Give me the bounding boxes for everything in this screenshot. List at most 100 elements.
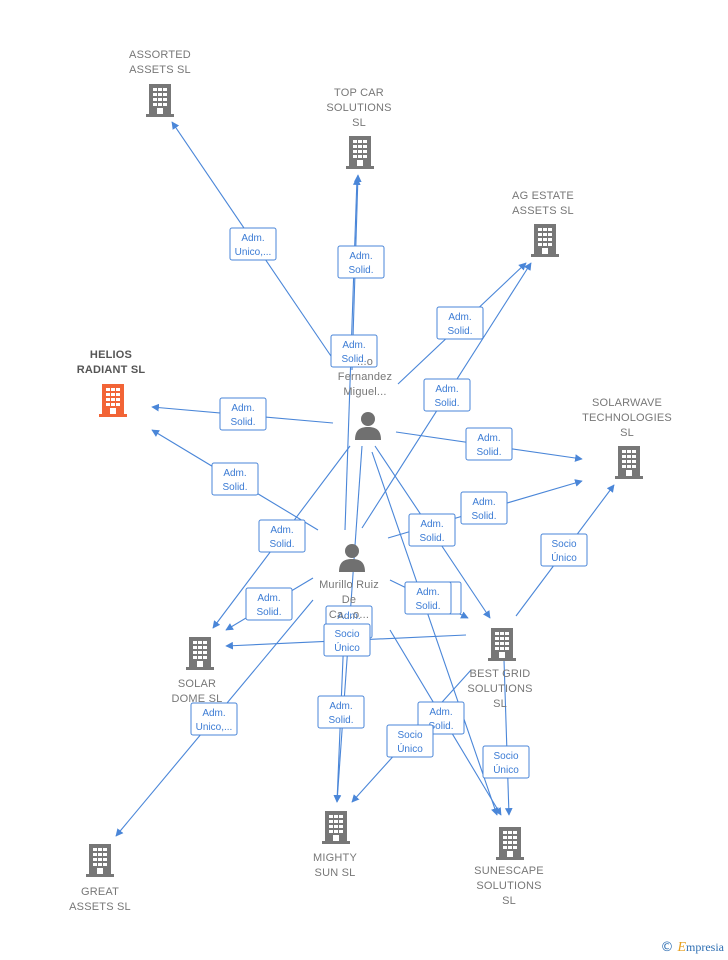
edge-label-murillo-to-helios[interactable]: Adm.Solid. (211, 462, 259, 496)
edge-label-text: Socio (493, 751, 518, 762)
company-label: ASSETS SL (69, 901, 131, 913)
brand-initial: E (677, 940, 686, 955)
edge-label-text: Adm. (270, 525, 293, 536)
edge-label-text: Socio (334, 629, 359, 640)
person-label: Ca...o... (329, 609, 369, 621)
edge-label-text: Solid. (341, 354, 366, 365)
building-icon (146, 84, 174, 117)
edge-label-box (317, 695, 365, 729)
person-label: Fernandez (338, 371, 392, 383)
edge-label-murillo-to-great[interactable]: Adm.Unico,... (190, 702, 238, 736)
company-node-solardome[interactable]: SOLAR DOME SL (172, 637, 223, 705)
edge-label-box (460, 491, 508, 525)
edge-label-box (323, 623, 371, 657)
company-label: ASSETS SL (129, 64, 191, 76)
edge-label-box (337, 245, 385, 279)
company-label: RADIANT SL (77, 364, 146, 376)
edge-label-text: Solid. (471, 511, 496, 522)
edge-label-text: Adm. (329, 701, 352, 712)
building-icon (99, 384, 127, 417)
edge-label-box (465, 427, 513, 461)
building-icon (322, 811, 350, 844)
edge-label-text: Único (551, 551, 577, 564)
edge-label-text: Adm. (231, 403, 254, 414)
edge-label-fernandez-to-helios[interactable]: Adm. Solid. (219, 397, 267, 431)
edge-label-fernandez-to-assorted[interactable]: Adm.Unico,... (229, 227, 277, 261)
company-label: GREAT (81, 886, 119, 898)
company-label: DOME SL (172, 693, 223, 705)
edge-label-box (211, 462, 259, 496)
edge-label-text: Socio (551, 539, 576, 550)
edge-label-murillo-to-agestate[interactable]: Adm. Solid. (423, 378, 471, 412)
edge-label-text: Solid. (419, 533, 444, 544)
edge-label-text: Solid. (269, 539, 294, 550)
company-label: HELIOS (90, 349, 132, 361)
edge-label-text: Solid. (348, 265, 373, 276)
company-label: SL (352, 117, 366, 129)
edge-label-text: Solid. (415, 601, 440, 612)
company-node-assorted[interactable]: ASSORTED ASSETS SL (129, 49, 191, 117)
edge-label-text: Adm. (416, 587, 439, 598)
edge-label-text: Solid. (328, 715, 353, 726)
edge-label-text: Solid. (476, 447, 501, 458)
edge-label-text: Adm. (435, 384, 458, 395)
edge-label-text: Adm. (448, 312, 471, 323)
edge-label-fernandez-to-bestgrid[interactable]: Adm. Solid. (408, 513, 456, 547)
edge-label-box (219, 397, 267, 431)
edge-label-fernandez-to-agestate[interactable]: Adm. Solid. (436, 306, 484, 340)
company-label: SUNESCAPE (474, 865, 544, 877)
empresia-watermark: ©Empresia (660, 940, 724, 956)
company-label: ASSORTED (129, 49, 191, 61)
person-label: ...o (357, 356, 373, 368)
edge-label-murillo-to-topcar[interactable]: Adm.Solid. (330, 334, 378, 368)
edge-label-text: Adm. (241, 233, 264, 244)
edge-label-text: Solid. (230, 417, 255, 428)
edge-label-murillo-to-solardome[interactable]: Adm.Solid. (245, 587, 293, 621)
company-label: MIGHTY (313, 852, 357, 864)
edge-label-text: Único (397, 742, 423, 755)
edge-label-box (482, 745, 530, 779)
edge-label-text: Adm. (223, 468, 246, 479)
edge-label-fernandez-to-solarwave[interactable]: Adm.Solid. (465, 427, 513, 461)
edge-label-fernandez-to-mighty[interactable]: Adm. Solid. (317, 695, 365, 729)
company-label: BEST GRID (470, 668, 531, 680)
company-node-great[interactable]: GREAT ASSETS SL (69, 844, 131, 913)
edge-label-box (190, 702, 238, 736)
edge-label-text: Único (493, 763, 519, 776)
edge-label-box (436, 306, 484, 340)
edge-label-fernandez-to-solardome[interactable]: Adm. Solid. (258, 519, 306, 553)
edge-label-text: Único (334, 641, 360, 654)
company-node-helios[interactable]: HELIOS RADIANT SL (77, 349, 146, 417)
edge-label-box (408, 513, 456, 547)
edge-label-text: Adm. (349, 251, 372, 262)
edge-label-box (404, 581, 452, 615)
copyright-icon: © (660, 940, 674, 955)
edge-label-fernandez-to-topcar[interactable]: Adm. Solid. (337, 245, 385, 279)
company-label: SL (620, 427, 634, 439)
person-node-murillo[interactable]: Murillo RuizDeCa...o... (319, 544, 379, 621)
company-label: SOLAR (178, 678, 216, 690)
building-icon (186, 637, 214, 670)
edge-label-murillo-to-solarwave[interactable]: Adm.Solid. (460, 491, 508, 525)
edge-label-text: Solid. (434, 398, 459, 409)
edge-label-text: Solid. (447, 326, 472, 337)
edge-label-text: Solid. (428, 721, 453, 732)
building-icon (488, 628, 516, 661)
person-node-fernandez[interactable]: ...oFernandezMiguel... (338, 356, 392, 440)
edge-label-text: Adm. (257, 593, 280, 604)
edge-label-murillo-to-bestgrid[interactable]: Adm. Solid. (404, 581, 452, 615)
edge-label-box (245, 587, 293, 621)
edge-label-text: Adm. (420, 519, 443, 530)
edge-bestgrid-to-sunescape (503, 659, 513, 816)
